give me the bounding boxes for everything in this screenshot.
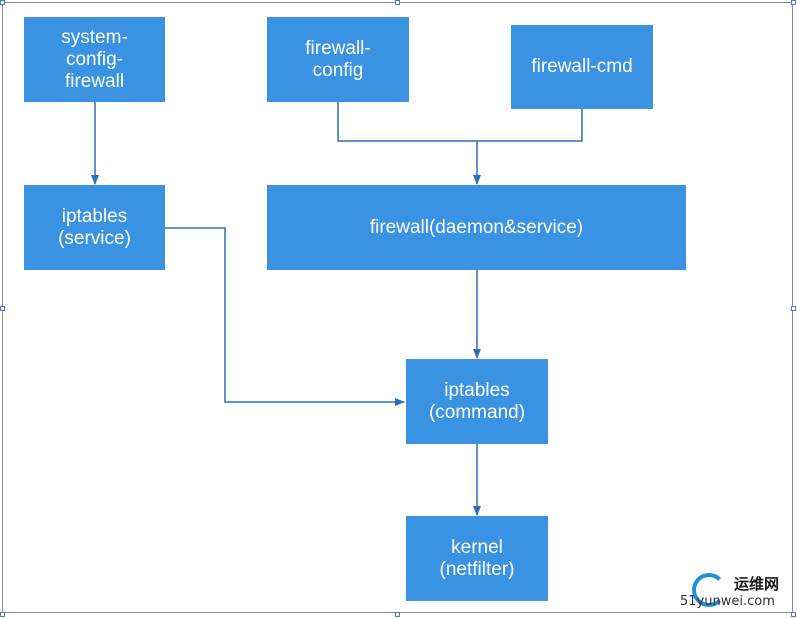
node-kernel-label: kernel (netfilter) xyxy=(439,536,515,580)
resize-handle-bottom-left[interactable] xyxy=(0,612,5,617)
logo-icon xyxy=(692,573,726,607)
resize-handle-middle-left[interactable] xyxy=(0,306,5,311)
node-iptables-service-label: iptables (service) xyxy=(58,205,131,249)
resize-handle-top-left[interactable] xyxy=(0,0,5,5)
node-firewall-config-label: firewall- config xyxy=(305,37,371,81)
resize-handle-bottom-right[interactable] xyxy=(791,612,796,617)
resize-handle-top-center[interactable] xyxy=(395,0,400,5)
node-iptables-service: iptables (service) xyxy=(24,185,165,270)
watermark-site-name: 运维网 xyxy=(734,575,780,593)
watermark: 运维网 51yunwei.com xyxy=(670,568,794,614)
node-iptables-command: iptables (command) xyxy=(406,359,548,444)
node-system-config-firewall-label: system- config- firewall xyxy=(61,26,128,92)
node-firewall-daemon: firewall(daemon&service) xyxy=(267,185,686,270)
resize-handle-bottom-center[interactable] xyxy=(395,612,400,617)
watermark-domain: 51yunwei.com xyxy=(680,594,775,609)
node-firewall-cmd: firewall-cmd xyxy=(511,25,653,109)
node-iptables-command-label: iptables (command) xyxy=(428,379,526,423)
resize-handle-top-right[interactable] xyxy=(791,0,796,5)
node-firewall-cmd-label: firewall-cmd xyxy=(531,56,633,77)
resize-handle-middle-right[interactable] xyxy=(791,306,796,311)
node-firewall-config: firewall- config xyxy=(267,17,409,102)
node-firewall-daemon-label: firewall(daemon&service) xyxy=(369,216,584,238)
node-kernel: kernel (netfilter) xyxy=(406,516,548,601)
node-system-config-firewall: system- config- firewall xyxy=(24,17,165,102)
